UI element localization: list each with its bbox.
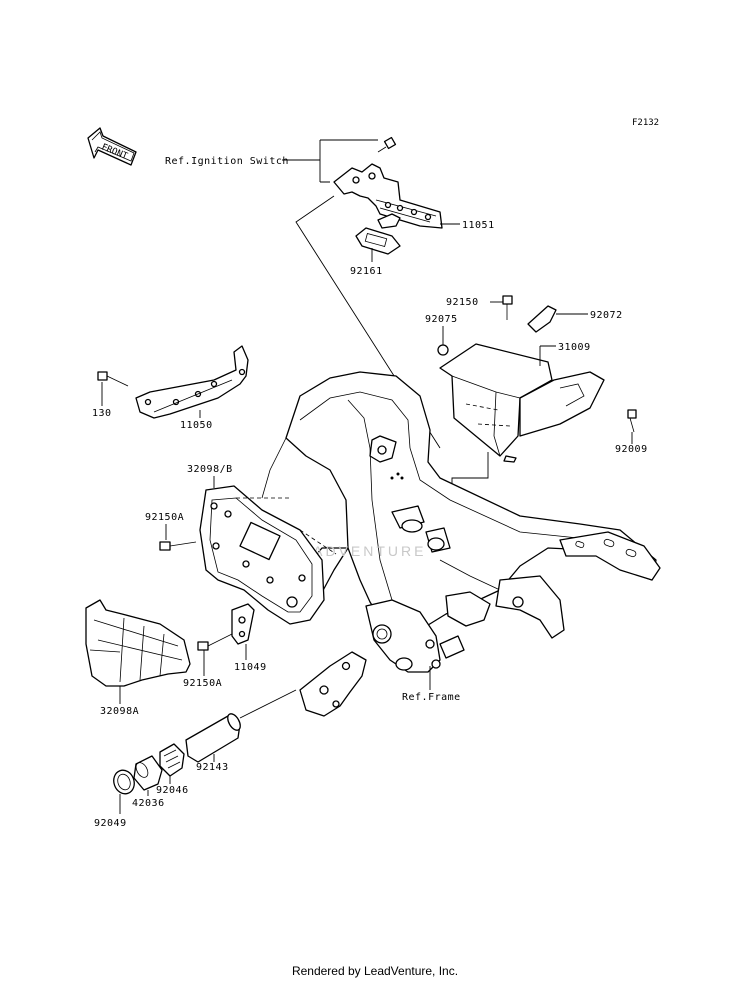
bolt-icon xyxy=(377,136,397,153)
label-92075: 92075 xyxy=(425,314,458,325)
front-arrow-icon: FRONT xyxy=(87,127,137,166)
label-92150: 92150 xyxy=(446,297,479,308)
label-92049: 92049 xyxy=(94,818,127,829)
bracket-11049-group: 11049 92150A xyxy=(183,603,267,689)
label-11051: 11051 xyxy=(462,220,495,231)
pivot-hardware-group: 92143 92046 42036 92049 xyxy=(94,689,297,829)
label-92150a-top: 92150A xyxy=(145,512,184,523)
label-92161: 92161 xyxy=(350,266,383,277)
label-31009: 31009 xyxy=(558,342,591,353)
label-42036: 42036 xyxy=(132,798,165,809)
bracket-11050-group: 130 11050 xyxy=(92,345,249,431)
ignition-bracket-group: 11051 92161 Ref.Ignition Switch xyxy=(165,136,495,449)
cover-32098a-group: 32098A xyxy=(85,599,191,717)
label-11050: 11050 xyxy=(180,420,213,431)
label-32098a: 32098A xyxy=(100,706,139,717)
ref-frame: Ref.Frame xyxy=(402,692,461,703)
label-32098b: 32098/B xyxy=(187,464,233,475)
watermark: LEADVENTURE xyxy=(290,543,426,559)
main-frame xyxy=(261,371,661,717)
ref-ignition-switch: Ref.Ignition Switch xyxy=(165,156,289,167)
label-92009: 92009 xyxy=(615,444,648,455)
label-92143: 92143 xyxy=(196,762,229,773)
battery-case-group: 92150 92075 92072 31009 92009 xyxy=(425,295,648,556)
footer-credit: Rendered by LeadVenture, Inc. xyxy=(291,964,459,978)
label-92046: 92046 xyxy=(156,785,189,796)
label-92150a-bot: 92150A xyxy=(183,678,222,689)
cover-32098b-group: 32098/B 92150A xyxy=(145,464,337,625)
label-11049: 11049 xyxy=(234,662,267,673)
label-130: 130 xyxy=(92,408,112,419)
label-92072: 92072 xyxy=(590,310,623,321)
diagram-code: F2132 xyxy=(632,118,659,128)
